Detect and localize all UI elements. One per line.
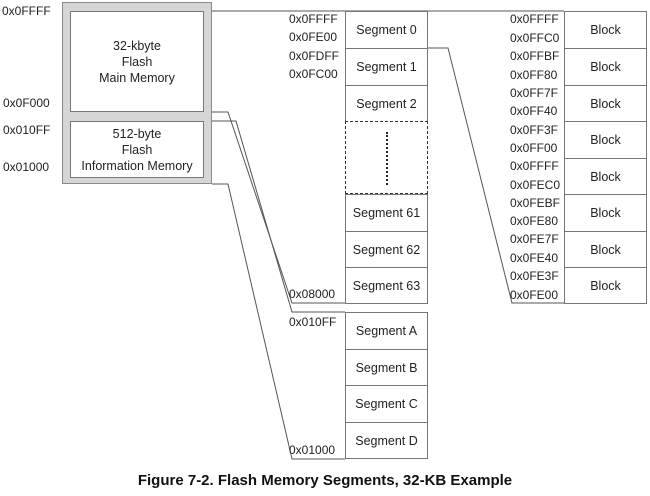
- block-8: Block: [564, 267, 647, 304]
- block-4: Block: [564, 121, 647, 159]
- main-memory-size: 32-kbyte: [113, 38, 161, 53]
- segment-1: Segment 1: [345, 48, 428, 86]
- block-6: Block: [564, 194, 647, 232]
- block-addr-bottom: 0x0FEC0: [510, 178, 561, 192]
- block-addr-top: 0x0FEBF: [510, 196, 561, 210]
- block-2: Block: [564, 48, 647, 86]
- main-memory-block: 32-kbyte Flash Main Memory: [70, 11, 204, 112]
- figure-caption: Figure 7-2. Flash Memory Segments, 32-KB…: [137, 472, 513, 489]
- seg-addr-a-top: 0x010FF: [289, 315, 337, 329]
- block-addr-bottom: 0x0FE40: [510, 251, 559, 265]
- info-memory-size: 512-byte: [112, 126, 162, 141]
- seg-addr-1-top: 0x0FDFF: [289, 49, 340, 63]
- seg-addr-0-bottom: 0x0FE00: [289, 30, 338, 44]
- main-memory-type: Flash: [121, 54, 153, 69]
- block-addr-top: 0x0FE7F: [510, 232, 559, 246]
- main-memory-label: Main Memory: [99, 70, 175, 85]
- block-addr-top: 0x0FFFF: [510, 12, 559, 26]
- segment-0: Segment 0: [345, 11, 428, 49]
- segment-2: Segment 2: [345, 85, 428, 122]
- seg-addr-0-top: 0x0FFFF: [289, 12, 338, 26]
- info-memory-type: Flash: [121, 142, 153, 157]
- block-addr-top: 0x0FF3F: [510, 123, 559, 137]
- info-memory-label: Information Memory: [81, 158, 193, 173]
- block-addr-bottom: 0x0FF00: [510, 141, 558, 155]
- ellipsis-bar: [386, 132, 388, 185]
- block-addr-bottom: 0x0FE80: [510, 214, 559, 228]
- segment-62: Segment 62: [345, 231, 428, 268]
- addr-main-end: 0x0F000: [3, 96, 50, 110]
- block-addr-bottom: 0x0FF80: [510, 68, 558, 82]
- seg-addr-63-bottom: 0x08000: [289, 287, 336, 301]
- addr-main-top: 0x0FFFF: [2, 4, 51, 18]
- addr-info-top: 0x010FF: [3, 123, 51, 137]
- block-addr-top: 0x0FF7F: [510, 86, 559, 100]
- addr-info-bottom: 0x01000: [3, 160, 50, 174]
- segment-61: Segment 61: [345, 194, 428, 232]
- flash-memory-map: 32-kbyte Flash Main Memory 512-byte Flas…: [62, 2, 212, 184]
- segment-63: Segment 63: [345, 267, 428, 304]
- block-addr-top: 0x0FE3F: [510, 269, 559, 283]
- segment-a: Segment A: [345, 312, 428, 350]
- block-addr-top: 0x0FFBF: [510, 49, 560, 63]
- seg-addr-d-bottom: 0x01000: [289, 443, 336, 457]
- info-memory-block: 512-byte Flash Information Memory: [70, 121, 204, 178]
- block-addr-bottom: 0x0FFC0: [510, 31, 560, 45]
- block-1: Block: [564, 11, 647, 49]
- block-addr-bottom: 0x0FE00: [510, 288, 559, 302]
- segment-c: Segment C: [345, 385, 428, 423]
- segment-d: Segment D: [345, 422, 428, 459]
- seg-addr-1-bottom: 0x0FC00: [289, 67, 338, 81]
- block-addr-bottom: 0x0FF40: [510, 104, 558, 118]
- block-5: Block: [564, 158, 647, 195]
- segment-b: Segment B: [345, 349, 428, 386]
- segment-ellipsis: [345, 121, 428, 194]
- block-7: Block: [564, 231, 647, 268]
- block-addr-top: 0x0FFFF: [510, 159, 559, 173]
- block-3: Block: [564, 85, 647, 122]
